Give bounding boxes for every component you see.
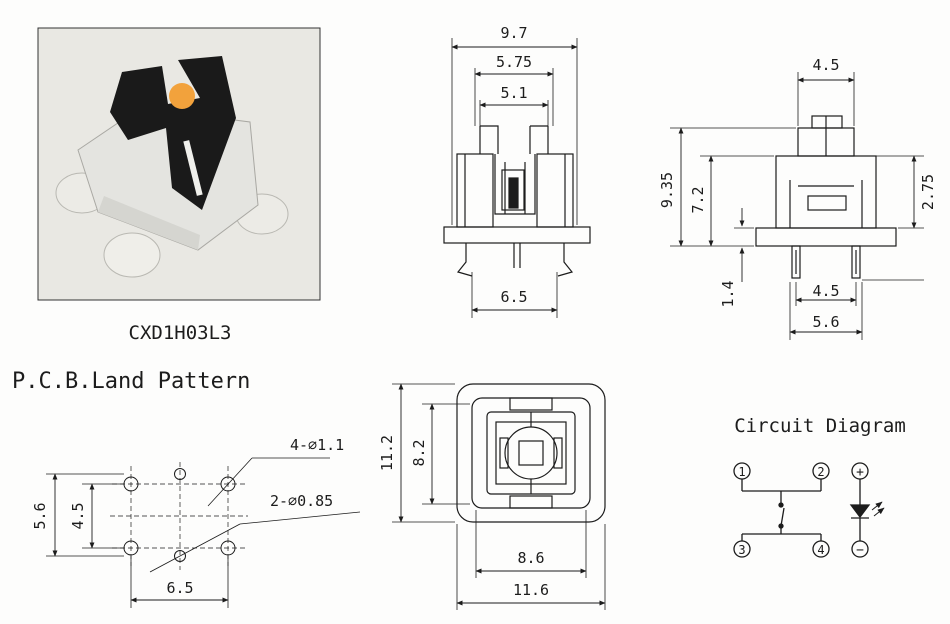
model-label: CXD1H03L3 (129, 322, 232, 344)
pcb-hole-large-label: 4-⌀1.1 (290, 436, 344, 454)
pcb-title: P.C.B.Land Pattern (12, 369, 250, 394)
pcb-land-pattern (46, 457, 361, 608)
dim-side-4-5-pins: 4.5 (812, 282, 839, 300)
dim-side-1-4: 1.4 (719, 280, 737, 307)
pin-4-label: 4 (817, 543, 824, 557)
led-plus-label: + (856, 465, 864, 480)
pin-2-label: 2 (817, 465, 824, 479)
led-minus-label: − (856, 543, 864, 558)
dim-side-7-2: 7.2 (689, 186, 707, 213)
dim-top-11-6: 11.6 (513, 581, 549, 599)
side-view (670, 72, 924, 340)
dim-front-6-5: 6.5 (500, 288, 527, 306)
dim-side-4-5-top: 4.5 (812, 56, 839, 74)
front-view (443, 38, 591, 318)
pcb-hole-small-label: 2-⌀0.85 (270, 492, 333, 510)
dim-top-11-2: 11.2 (378, 435, 396, 471)
circuit-title: Circuit Diagram (734, 415, 906, 437)
dim-side-9-35: 9.35 (658, 172, 676, 208)
dim-front-9-7: 9.7 (500, 24, 527, 42)
dim-pcb-5-6: 5.6 (31, 502, 49, 529)
dim-front-5-1: 5.1 (500, 84, 527, 102)
dim-side-2-75: 2.75 (919, 174, 937, 210)
pin-3-label: 3 (738, 543, 745, 557)
product-photo (37, 27, 321, 301)
top-view (392, 383, 606, 610)
dim-pcb-4-5: 4.5 (69, 502, 87, 529)
dim-top-8-2: 8.2 (410, 439, 428, 466)
circuit-diagram (733, 462, 885, 558)
dim-side-5-6: 5.6 (812, 313, 839, 331)
pin-1-label: 1 (738, 465, 745, 479)
dim-top-8-6: 8.6 (517, 549, 544, 567)
dim-pcb-6-5: 6.5 (166, 579, 193, 597)
dim-front-5-75: 5.75 (496, 53, 532, 71)
